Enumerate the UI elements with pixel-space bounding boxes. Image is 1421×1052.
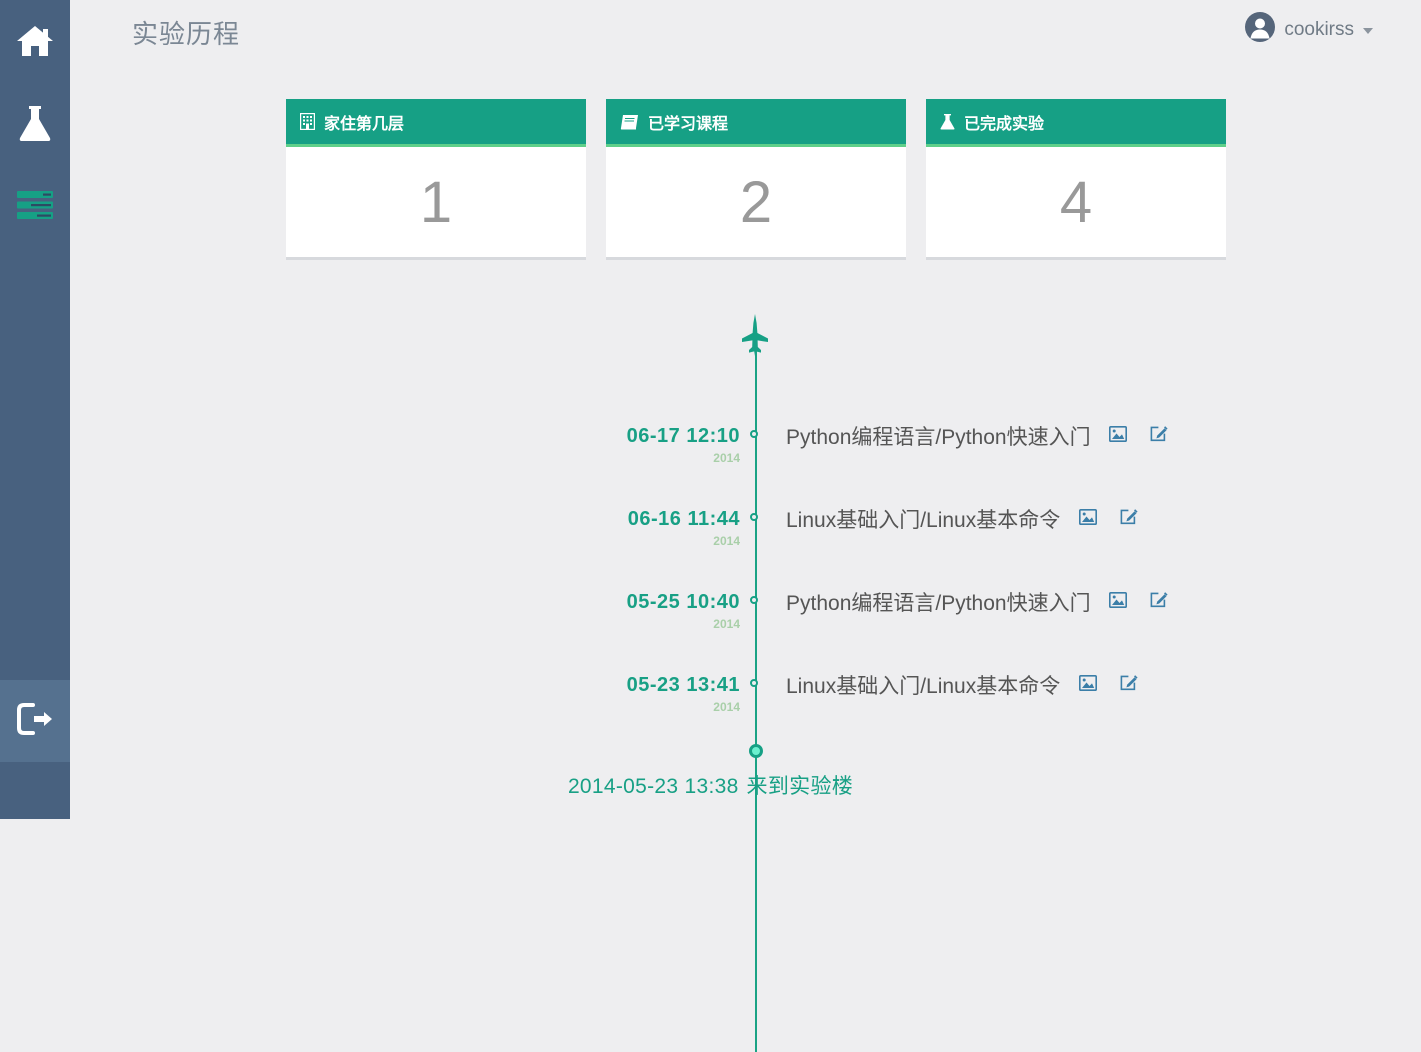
- timeline-end-text: 来到实验楼: [746, 775, 854, 798]
- caret-down-icon: [1363, 28, 1373, 34]
- timeline-end-label: 2014-05-23 13:38 来到实验楼: [0, 770, 1421, 800]
- stat-card-title: 已学习课程: [648, 115, 729, 133]
- header-bar: 实验历程 cookirss: [70, 0, 1421, 62]
- flask-icon: [940, 113, 955, 130]
- timeline-year: 2014: [713, 534, 740, 548]
- stat-card-experiments: 已完成实验 4: [926, 99, 1226, 260]
- timeline-node: [750, 596, 758, 604]
- stat-cards: 家住第几层 1 已学习课程 2 已完成实验 4: [286, 99, 1226, 260]
- timeline-node: [750, 679, 758, 687]
- building-icon: [300, 113, 315, 130]
- sidebar-item-tasks[interactable]: [0, 164, 70, 246]
- sidebar: [0, 0, 70, 819]
- stat-card-title: 已完成实验: [964, 115, 1045, 133]
- edit-icon[interactable]: [1120, 674, 1138, 691]
- timeline-year: 2014: [713, 451, 740, 465]
- stat-card-title: 家住第几层: [324, 115, 405, 133]
- image-icon[interactable]: [1079, 674, 1097, 691]
- fighter-jet-icon: [735, 314, 775, 361]
- stat-card-header: 家住第几层: [286, 99, 586, 144]
- flask-icon: [18, 104, 52, 142]
- stat-card-floor: 家住第几层 1: [286, 99, 586, 260]
- timeline-time: 06-16 11:44: [627, 508, 740, 530]
- user-menu[interactable]: cookirss: [1245, 12, 1373, 47]
- image-icon[interactable]: [1109, 591, 1127, 608]
- timeline-label: Linux基础入门/Linux基本命令: [786, 509, 1061, 532]
- timeline-node: [750, 513, 758, 521]
- timeline-actions: [1109, 591, 1168, 608]
- book-icon: [620, 114, 639, 130]
- server-list-icon: [17, 191, 53, 219]
- timeline-time: 05-23 13:41: [626, 674, 740, 696]
- edit-icon[interactable]: [1150, 591, 1168, 608]
- timeline-actions: [1109, 425, 1168, 442]
- image-icon[interactable]: [1109, 425, 1127, 442]
- timeline-node: [750, 430, 758, 438]
- timeline-axis: [755, 342, 757, 1052]
- timeline-time: 05-25 10:40: [626, 591, 740, 613]
- timeline-actions: [1079, 508, 1138, 525]
- page-title: 实验历程: [132, 19, 241, 49]
- timeline-time: 06-17 12:10: [626, 425, 740, 447]
- timeline-entry: 05-23 13:41 2014 Linux基础入门/Linux基本命令: [0, 674, 1421, 734]
- stat-card-header: 已完成实验: [926, 99, 1226, 144]
- timeline-end-node: [749, 744, 763, 758]
- edit-icon[interactable]: [1150, 425, 1168, 442]
- sidebar-item-logout[interactable]: [0, 680, 70, 762]
- timeline-year: 2014: [713, 700, 740, 714]
- timeline-label: Linux基础入门/Linux基本命令: [786, 675, 1061, 698]
- timeline-label: Python编程语言/Python快速入门: [786, 426, 1091, 449]
- timeline-end-time: 2014-05-23 13:38: [567, 775, 739, 798]
- sidebar-item-home[interactable]: [0, 0, 70, 82]
- timeline-entry: 05-25 10:40 2014 Python编程语言/Python快速入门: [0, 591, 1421, 651]
- user-name: cookirss: [1284, 18, 1354, 40]
- edit-icon[interactable]: [1120, 508, 1138, 525]
- sign-out-icon: [17, 702, 53, 740]
- timeline-year: 2014: [713, 617, 740, 631]
- image-icon[interactable]: [1079, 508, 1097, 525]
- timeline-label: Python编程语言/Python快速入门: [786, 592, 1091, 615]
- timeline-entry: 06-16 11:44 2014 Linux基础入门/Linux基本命令: [0, 508, 1421, 568]
- sidebar-item-lab[interactable]: [0, 82, 70, 164]
- timeline-actions: [1079, 674, 1138, 691]
- stat-card-value: 4: [926, 144, 1226, 257]
- stat-card-value: 2: [606, 144, 906, 257]
- timeline: 06-17 12:10 2014 Python编程语言/Python快速入门: [0, 300, 1421, 1052]
- stat-card-value: 1: [286, 144, 586, 257]
- stat-card-courses: 已学习课程 2: [606, 99, 906, 260]
- home-icon: [16, 24, 54, 58]
- timeline-entry: 06-17 12:10 2014 Python编程语言/Python快速入门: [0, 425, 1421, 485]
- user-circle-icon: [1245, 12, 1276, 47]
- stat-card-header: 已学习课程: [606, 99, 906, 144]
